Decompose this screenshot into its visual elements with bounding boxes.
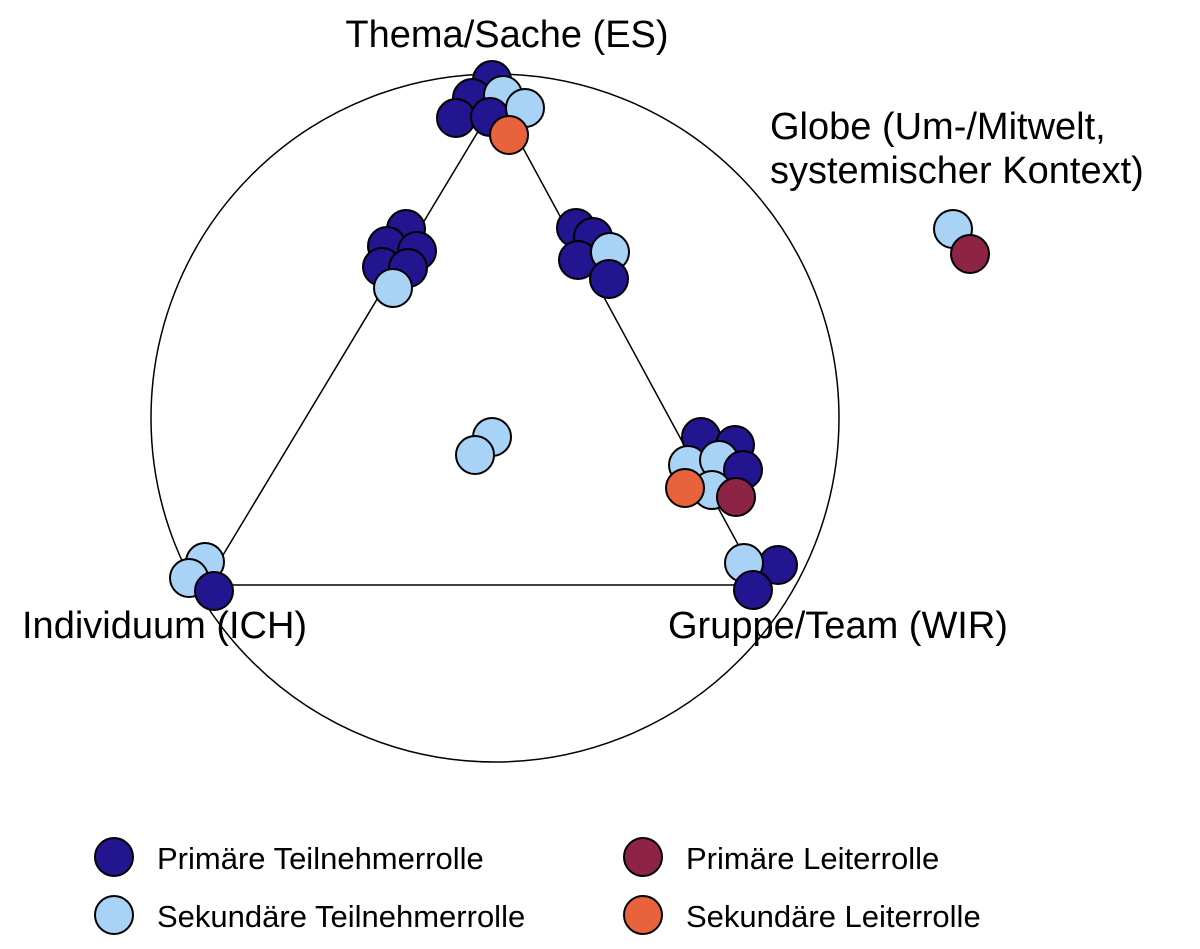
legend-label-primary-participant: Primäre Teilnehmerrolle	[157, 841, 484, 876]
label-individuum: Individuum (ICH)	[22, 605, 307, 647]
role-dot-primary-participant	[733, 570, 773, 610]
role-dot-secondary-participant	[455, 435, 495, 475]
legend-swatch-secondary-participant	[94, 895, 134, 935]
legend-swatch-primary-participant	[94, 837, 134, 877]
role-dots	[169, 60, 990, 611]
legend-label-secondary-leader: Sekundäre Leiterrolle	[686, 899, 981, 934]
tci-triangle	[203, 98, 762, 586]
role-dot-secondary-leader	[489, 115, 529, 155]
role-dot-primary-leader	[716, 477, 756, 517]
role-dot-secondary-participant	[373, 268, 413, 308]
label-thema: Thema/Sache (ES)	[345, 14, 668, 56]
role-dot-primary-participant	[436, 98, 476, 138]
label-globe-line1: Globe (Um-/Mitwelt,	[770, 106, 1106, 148]
label-globe-line2: systemischer Kontext)	[770, 150, 1144, 192]
legend: Primäre Teilnehmerrolle Primäre Leiterro…	[94, 837, 981, 935]
role-dot-primary-leader	[950, 234, 990, 274]
legend-label-secondary-participant: Sekundäre Teilnehmerrolle	[157, 899, 525, 934]
legend-swatch-primary-leader	[623, 837, 663, 877]
legend-swatch-secondary-leader	[623, 895, 663, 935]
label-gruppe: Gruppe/Team (WIR)	[668, 605, 1008, 647]
legend-label-primary-leader: Primäre Leiterrolle	[686, 841, 939, 876]
role-dot-primary-participant	[589, 259, 629, 299]
role-dot-secondary-leader	[665, 468, 705, 508]
role-dot-primary-participant	[194, 571, 234, 611]
